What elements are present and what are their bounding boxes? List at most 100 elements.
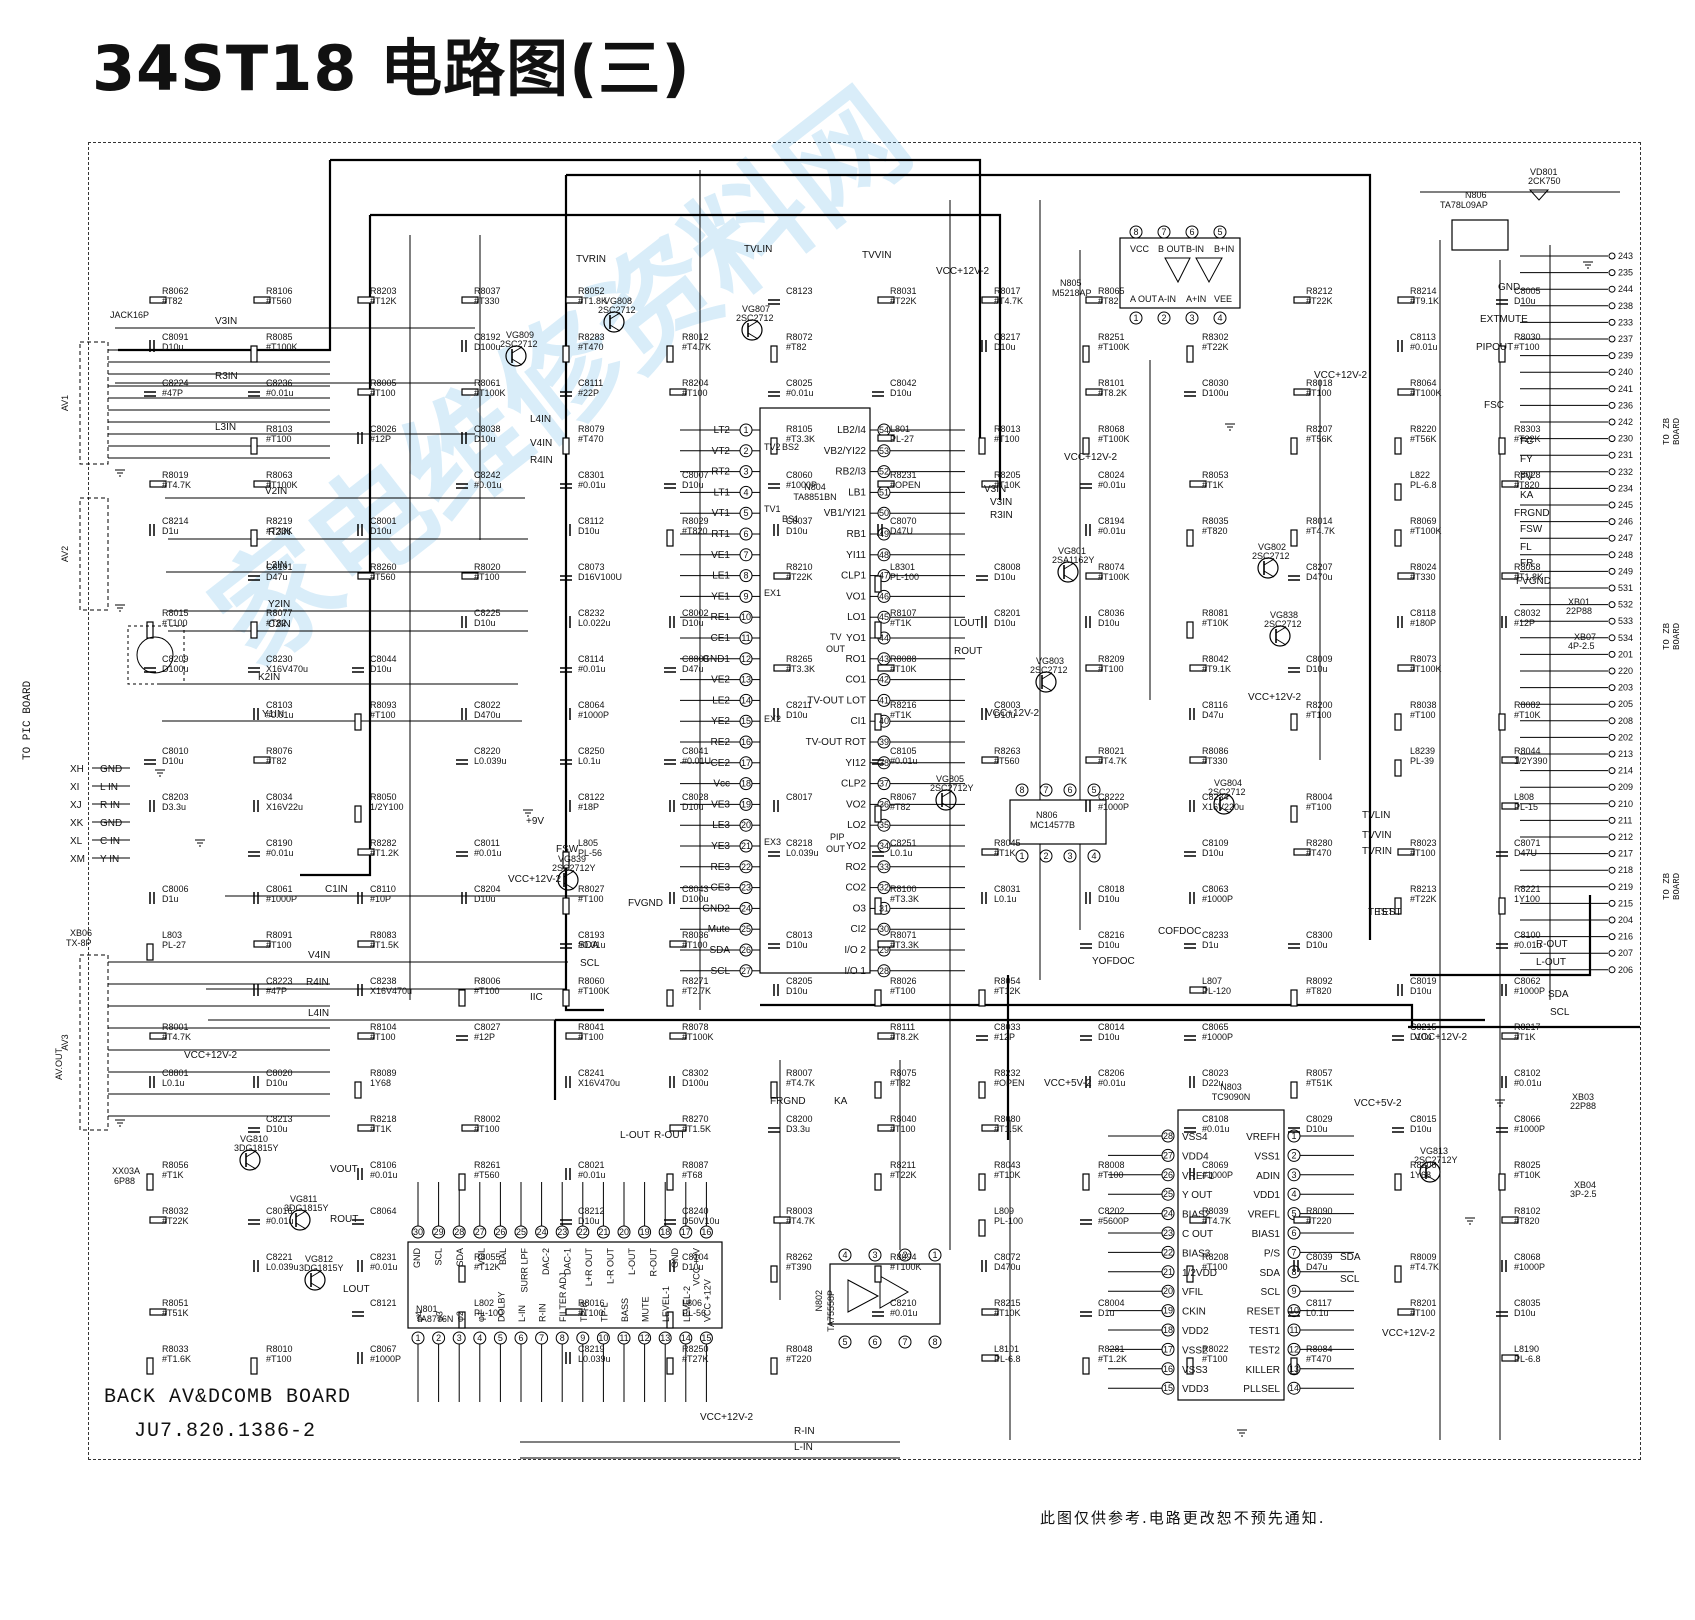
pin-number: 15 [701, 1333, 711, 1343]
capacitor [872, 391, 884, 397]
part-ref: C8300 [1306, 930, 1333, 940]
bus-r3in [370, 213, 1002, 500]
part-value: L0.039u [266, 1262, 299, 1272]
part-value: #T4.7K [994, 296, 1023, 306]
pin-number: 1 [1133, 313, 1138, 323]
pin-number: 8 [932, 1337, 937, 1347]
capacitor [669, 1076, 675, 1088]
ic-n804-pin-label: GND1 [702, 654, 730, 665]
ic-n802-name: N802 [814, 1290, 824, 1312]
part-ref: C8032 [1514, 608, 1541, 618]
ic-n804-group: BS2 [782, 442, 799, 452]
pin-number: 21 [1163, 1267, 1173, 1277]
part-value: D10u [994, 572, 1016, 582]
right-connector-pin [1608, 484, 1616, 492]
part-value: #T56K [1410, 434, 1437, 444]
resistor [981, 756, 999, 764]
resistor [1397, 848, 1415, 856]
ic-n804-pin-left [739, 797, 753, 811]
resistor [1085, 572, 1103, 580]
capacitor [357, 432, 363, 444]
ic-n803-pin-left [1161, 1148, 1175, 1162]
part-value: #T1K [890, 710, 912, 720]
bus-v3in [330, 158, 982, 440]
resistor [666, 989, 674, 1007]
jack-avout-label: AV.OUT [54, 1047, 64, 1080]
pin-number: 40 [879, 716, 889, 726]
part-value: #0.01u [786, 388, 814, 398]
resistor [253, 756, 271, 764]
transistor-ref: VG801 [1058, 546, 1086, 556]
ic-n801-pin-label: FILTER ADJ [558, 1273, 568, 1322]
pin-number: 30 [413, 1227, 423, 1237]
capacitor [149, 1076, 155, 1088]
resistor [565, 1032, 583, 1040]
ic-n801-pin-bottom [699, 1331, 713, 1345]
part-value: #T51K [162, 1308, 189, 1318]
part-ref: R8055 [474, 1252, 501, 1262]
transistor-vg812 [304, 1269, 326, 1291]
part-ref: C8209 [162, 654, 189, 664]
part-ref: C8034 [266, 792, 293, 802]
part-ref: R8084 [1306, 1344, 1333, 1354]
part-value: D47u [1306, 1262, 1328, 1272]
net-label: VCC+12V-2 [184, 1050, 238, 1061]
resistor [253, 296, 271, 304]
xb03-label: XB03 [1572, 1092, 1594, 1102]
part-value: PL-6.8 [1514, 1354, 1541, 1364]
part-value: D10u [786, 710, 808, 720]
part-value: #T470 [1306, 1354, 1332, 1364]
pin-number: 20 [619, 1227, 629, 1237]
pin-number: 1 [1019, 851, 1024, 861]
resistor [1290, 529, 1298, 547]
ic-n803-pin-label: VFIL [1182, 1287, 1204, 1298]
part-value: #T33K [266, 526, 293, 536]
ic-n801-pin-top [638, 1225, 652, 1239]
ic-n804-pin-label: RT1 [711, 529, 730, 540]
part-value: #T100 [682, 940, 708, 950]
part-ref: R8031 [890, 286, 917, 296]
part-ref: R8014 [1306, 516, 1333, 526]
resistor [250, 345, 258, 363]
capacitor [565, 1168, 571, 1180]
part-value: #T820 [1202, 526, 1228, 536]
ic-n801-pin-label: LEVEL-2 [682, 1286, 692, 1322]
ic-n806-pin [1015, 849, 1029, 863]
part-ref: C8038 [474, 424, 501, 434]
part-ref: C8103 [266, 700, 293, 710]
part-ref: C8023 [1202, 1068, 1229, 1078]
ic-n806-pin [1087, 849, 1101, 863]
pin-number: 18 [1163, 1325, 1173, 1335]
capacitor [560, 1219, 572, 1225]
ic-n801-pin-top [432, 1225, 446, 1239]
right-connector-number: 209 [1618, 782, 1633, 792]
ground-symbol [155, 769, 165, 777]
right-connector-pin [1608, 269, 1616, 277]
ground-symbol [115, 604, 125, 612]
resistor [874, 1265, 882, 1283]
part-ref: C8234 [1202, 792, 1229, 802]
part-value: #T470 [578, 342, 604, 352]
capacitor [669, 800, 675, 812]
jack-av1 [79, 341, 109, 465]
part-value: #12P [1514, 618, 1535, 628]
ic-n805-pin-label: A OUT [1130, 294, 1158, 304]
right-connector-pin [1608, 684, 1616, 692]
ic-n803-pin-label: Y OUT [1182, 1190, 1212, 1201]
ic-n801-pin-label: L+R OUT [584, 1248, 594, 1287]
right-connector-pin [1608, 767, 1616, 775]
pin-number: 37 [879, 779, 889, 789]
pin-number: 50 [879, 508, 889, 518]
resistor [1085, 664, 1103, 672]
resistor [978, 989, 986, 1007]
transistor-part: 2SC2712Y [552, 863, 596, 873]
ic-n801-pin-label: L-IN [517, 1305, 527, 1322]
capacitor [357, 1260, 363, 1272]
resistor [1293, 388, 1311, 396]
part-ref: C8215 [1410, 1022, 1437, 1032]
pin-number: 12 [1289, 1344, 1299, 1354]
capacitor [773, 984, 779, 996]
capacitor [1085, 800, 1091, 812]
net-label: VCC+12V-2 [1064, 452, 1118, 463]
left-input-label: C2IN [268, 619, 291, 630]
